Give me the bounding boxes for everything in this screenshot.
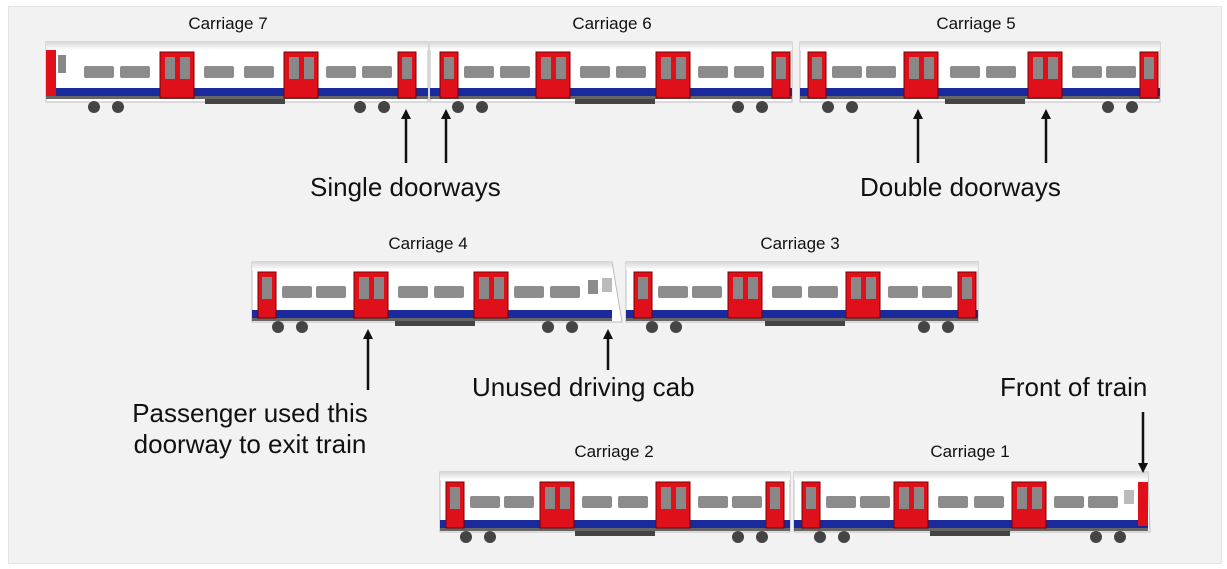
- passenger-exit-callout: Passenger used this doorway to exit trai…: [100, 398, 400, 460]
- carriage-1: [793, 471, 1151, 543]
- carriage-6-label: Carriage 6: [572, 14, 652, 33]
- passenger-exit-callout-line-1: Passenger used this: [132, 398, 368, 428]
- carriage-4: [251, 261, 623, 333]
- carriage-2-label: Carriage 2: [574, 442, 654, 461]
- double-doorways-callout: Double doorways: [860, 172, 1061, 202]
- carriage-3-label: Carriage 3: [760, 234, 840, 253]
- carriage-1-label: Carriage 1: [930, 442, 1010, 461]
- carriage-7: [45, 41, 429, 113]
- unused-driving-cab-callout: Unused driving cab: [472, 372, 695, 402]
- carriage-3: [625, 261, 979, 333]
- passenger-exit-callout-line-2: doorway to exit train: [133, 429, 367, 459]
- front-of-train-callout: Front of train: [1000, 372, 1148, 402]
- carriage-6: [429, 41, 793, 113]
- carriage-4-label: Carriage 4: [388, 234, 468, 253]
- single-doorways-callout: Single doorways: [310, 172, 501, 202]
- carriage-5-label: Carriage 5: [936, 14, 1016, 33]
- carriage-2: [439, 471, 791, 543]
- carriage-7-label: Carriage 7: [188, 14, 268, 33]
- carriage-5: [799, 41, 1161, 113]
